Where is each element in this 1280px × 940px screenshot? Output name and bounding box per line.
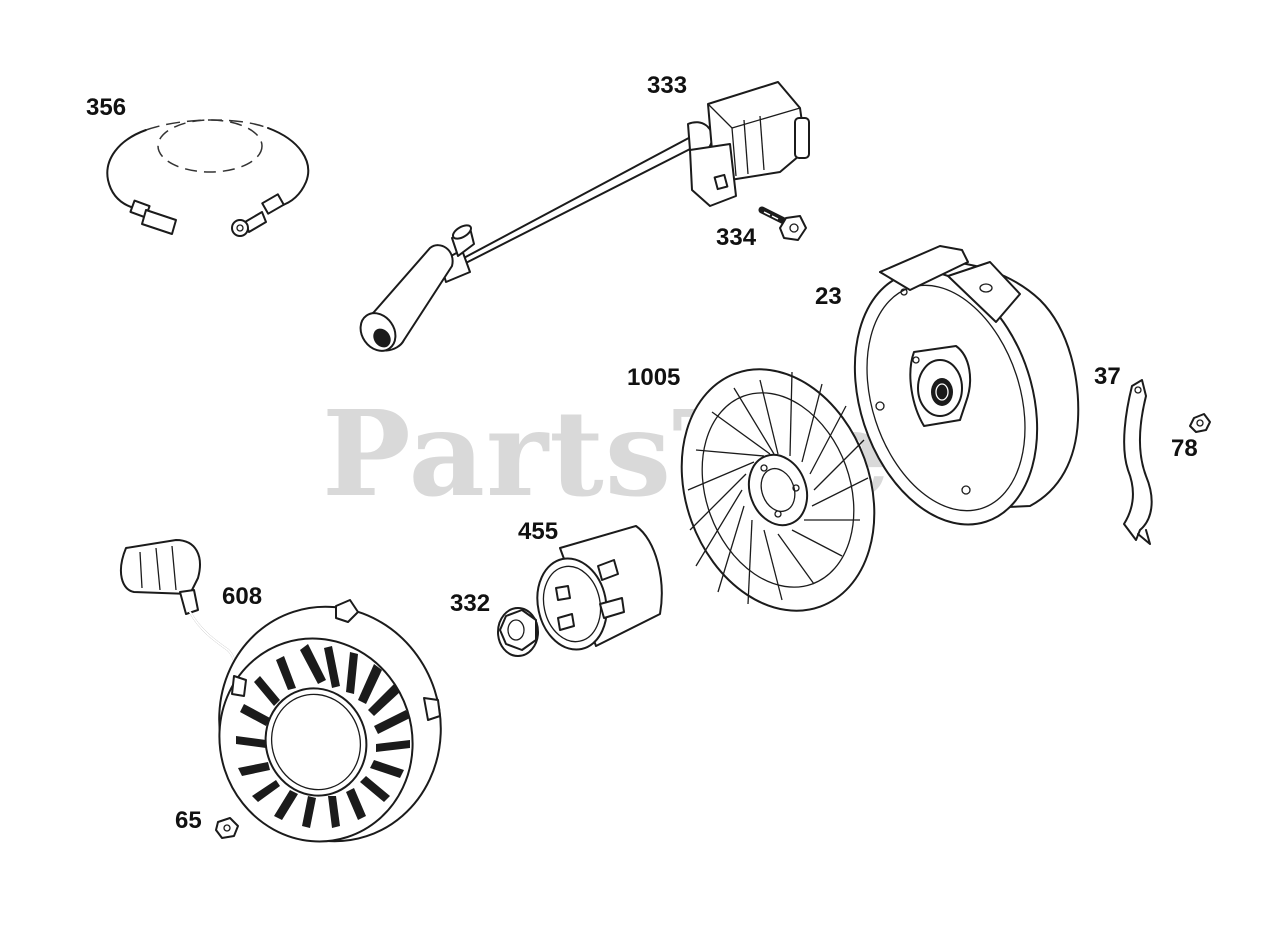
screw-icon[interactable] (215, 817, 239, 839)
ground-wire-harness-icon[interactable] (106, 119, 310, 237)
callout-608: 608 (222, 583, 263, 610)
recoil-starter-icon[interactable] (119, 539, 471, 870)
bracket-icon[interactable] (1123, 379, 1153, 545)
bolt-icon[interactable] (758, 206, 807, 241)
callout-37: 37 (1094, 363, 1121, 390)
callout-455: 455 (518, 518, 559, 545)
callout-65: 65 (175, 807, 202, 834)
callout-1005: 1005 (627, 364, 681, 391)
flywheel-fan-icon[interactable] (649, 342, 907, 638)
callout-78: 78 (1171, 435, 1198, 462)
blower-housing-icon[interactable] (824, 245, 1080, 548)
callout-333: 333 (647, 72, 688, 99)
flange-nut-icon[interactable] (497, 607, 539, 657)
screw-icon[interactable] (1189, 413, 1211, 433)
starter-cup-icon[interactable] (529, 525, 663, 656)
callout-356: 356 (86, 94, 127, 121)
callout-332: 332 (450, 590, 491, 617)
ignition-coil-icon[interactable] (353, 81, 810, 358)
callout-23: 23 (815, 283, 842, 310)
callout-334: 334 (716, 224, 757, 251)
